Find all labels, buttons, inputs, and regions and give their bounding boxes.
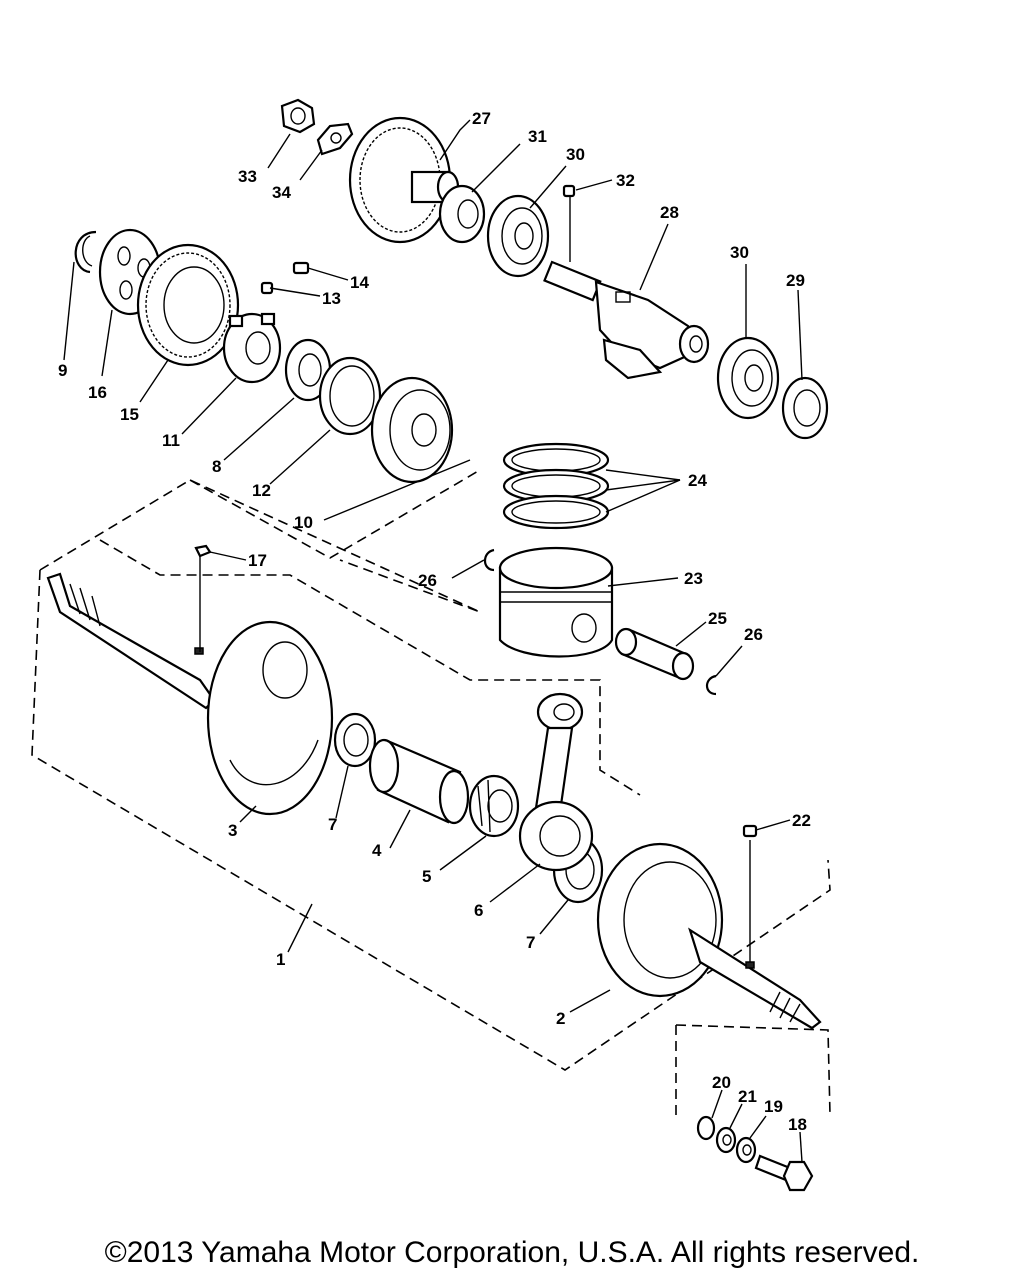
piston-pin-25[interactable]: [614, 627, 695, 681]
clip-26-lower[interactable]: [705, 674, 717, 696]
pin-14[interactable]: [292, 261, 310, 275]
callout-27: 27: [472, 109, 491, 128]
key-22[interactable]: [742, 824, 758, 838]
clip-26-upper[interactable]: [483, 548, 495, 572]
callout-14: 14: [350, 273, 369, 292]
callout-7-right: 7: [526, 933, 535, 952]
crank-web-3[interactable]: [46, 572, 334, 816]
callout-29: 29: [786, 271, 805, 290]
callout-4: 4: [372, 841, 382, 860]
callout-23: 23: [684, 569, 703, 588]
assembly-outline-bearing: [189, 469, 481, 559]
callout-33: 33: [238, 167, 257, 186]
bearing-10[interactable]: [370, 376, 454, 484]
callout-11: 11: [162, 431, 180, 450]
callout-10: 10: [294, 513, 313, 532]
needle-bearing-5[interactable]: [468, 774, 520, 838]
callout-labels: 1 2 3 4 5 6 7 7 8 9 10 11 12 13 14 15 16…: [58, 109, 811, 1134]
callout-30-upper: 30: [566, 145, 585, 164]
washer-7-left[interactable]: [333, 712, 377, 768]
clutch-11[interactable]: [222, 312, 282, 384]
bearing-30-upper[interactable]: [486, 194, 550, 278]
callout-5: 5: [422, 867, 431, 886]
circlip-9[interactable]: [74, 230, 97, 274]
callout-28: 28: [660, 203, 679, 222]
assembly-outline-crank: [31, 479, 831, 1116]
callout-18: 18: [788, 1115, 807, 1134]
callout-31: 31: [528, 127, 547, 146]
lock-washer-34[interactable]: [316, 122, 354, 156]
callout-13: 13: [322, 289, 341, 308]
key-32[interactable]: [562, 184, 576, 198]
bearing-30-right[interactable]: [716, 336, 780, 420]
callout-9: 9: [58, 361, 67, 380]
callout-25: 25: [708, 609, 727, 628]
callout-22: 22: [792, 811, 811, 830]
callout-12: 12: [252, 481, 271, 500]
crank-web-2[interactable]: [596, 842, 822, 1030]
callout-3: 3: [228, 821, 237, 840]
callout-21: 21: [738, 1087, 757, 1106]
callout-2: 2: [556, 1009, 565, 1028]
callout-24: 24: [688, 471, 707, 490]
leader-lines: [63, 119, 803, 1163]
callout-26-lower: 26: [744, 625, 763, 644]
callout-16: 16: [88, 383, 107, 402]
gear-15[interactable]: [136, 243, 240, 367]
oil-seal-29[interactable]: [781, 376, 829, 440]
callout-26-upper: 26: [418, 571, 437, 590]
callout-32: 32: [616, 171, 635, 190]
callout-1: 1: [276, 950, 285, 969]
key-17[interactable]: [194, 544, 212, 558]
callout-8: 8: [212, 457, 221, 476]
washer-21[interactable]: [715, 1126, 737, 1154]
callout-20: 20: [712, 1073, 731, 1092]
bolt-18[interactable]: [754, 1154, 814, 1192]
collar-31[interactable]: [438, 184, 486, 244]
washer-19[interactable]: [735, 1136, 757, 1164]
shim-12[interactable]: [318, 356, 382, 436]
connecting-rod-6[interactable]: [518, 692, 594, 872]
callout-7-left: 7: [328, 815, 337, 834]
balancer-shaft-28[interactable]: [543, 260, 710, 380]
callout-15: 15: [120, 405, 139, 424]
crankshaft-exploded-diagram: 1 2 3 4 5 6 7 7 8 9 10 11 12 13 14 15 16…: [31, 98, 831, 1192]
copyright-notice: ©2013 Yamaha Motor Corporation, U.S.A. A…: [104, 1236, 920, 1269]
piston-rings-24[interactable]: [502, 442, 610, 530]
callout-30-right: 30: [730, 243, 749, 262]
crank-pin-4[interactable]: [368, 738, 470, 825]
piston-23[interactable]: [498, 546, 614, 658]
callout-34: 34: [272, 183, 291, 202]
callout-6: 6: [474, 901, 483, 920]
o-ring-20[interactable]: [696, 1115, 716, 1141]
nut-33[interactable]: [280, 98, 316, 134]
callout-17: 17: [248, 551, 267, 570]
callout-19: 19: [764, 1097, 783, 1116]
gear-27[interactable]: [348, 116, 460, 244]
